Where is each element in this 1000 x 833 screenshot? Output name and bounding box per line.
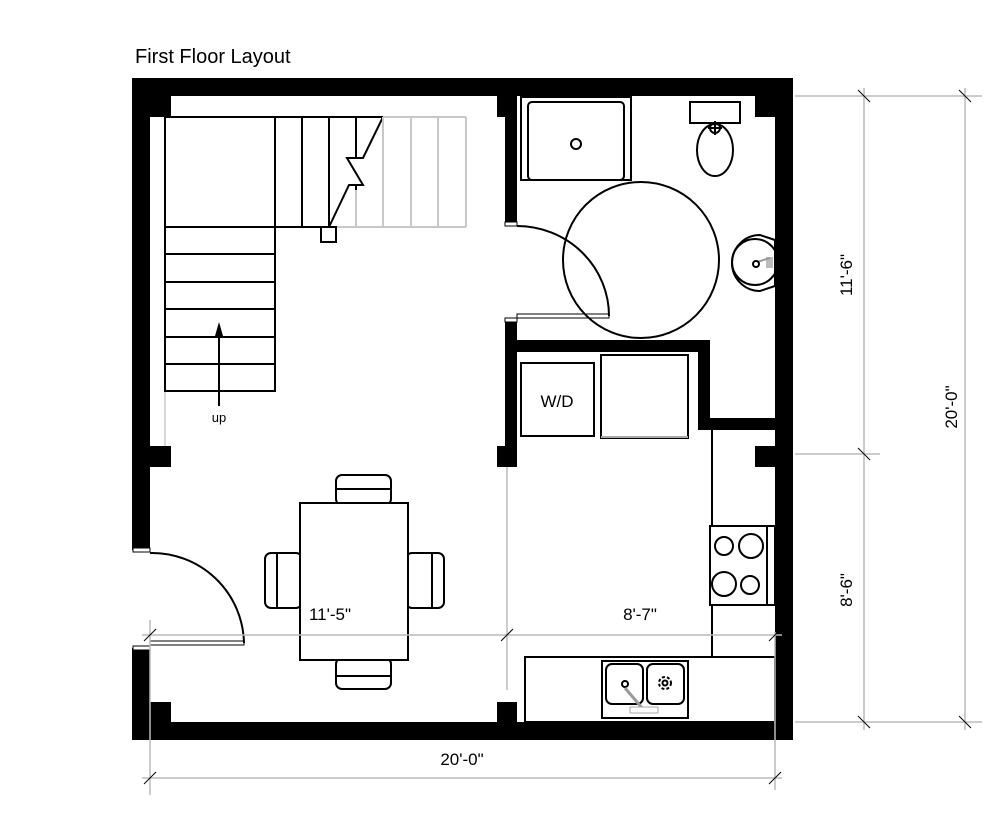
laundry-appliance bbox=[600, 354, 689, 439]
dim-right-room-width: 8'-7" bbox=[623, 605, 657, 624]
arrowhead-icon bbox=[215, 322, 223, 336]
dim-overall-width: 20'-0" bbox=[440, 750, 483, 769]
dim-left-room-width: 11'-5" bbox=[309, 605, 351, 624]
washer-dryer-label: W/D bbox=[540, 392, 573, 411]
burner-icon bbox=[738, 533, 764, 559]
bathroom-door[interactable] bbox=[516, 225, 610, 319]
kitchen-counter bbox=[524, 656, 776, 723]
wheelchair-turning-circle bbox=[562, 181, 720, 339]
dim-upper-depth: 11'-6" bbox=[837, 254, 856, 296]
plan-title: First Floor Layout bbox=[135, 46, 291, 68]
burner-icon bbox=[740, 575, 760, 595]
stairs-up-label: up bbox=[212, 410, 226, 425]
dim-overall-depth: 20'-0" bbox=[942, 385, 961, 428]
dining-table-set bbox=[264, 474, 445, 690]
interior-walls bbox=[504, 96, 775, 450]
exterior-walls bbox=[132, 78, 793, 740]
dim-lower-depth: 8'-6" bbox=[837, 573, 856, 607]
shower bbox=[520, 96, 632, 181]
dimension-lines: 11'-5" 8'-7" 20'-0" 11'-6" 8'-6" 20'-0" bbox=[142, 88, 982, 795]
toilet bbox=[689, 101, 741, 177]
dining-table bbox=[299, 502, 409, 661]
stove bbox=[709, 525, 776, 606]
staircase: up bbox=[164, 116, 467, 446]
burner-icon bbox=[711, 571, 737, 597]
burner-icon bbox=[714, 536, 734, 556]
washer-dryer: W/D bbox=[520, 362, 595, 437]
kitchen-sink bbox=[601, 660, 689, 719]
bathroom-sink bbox=[731, 233, 779, 293]
